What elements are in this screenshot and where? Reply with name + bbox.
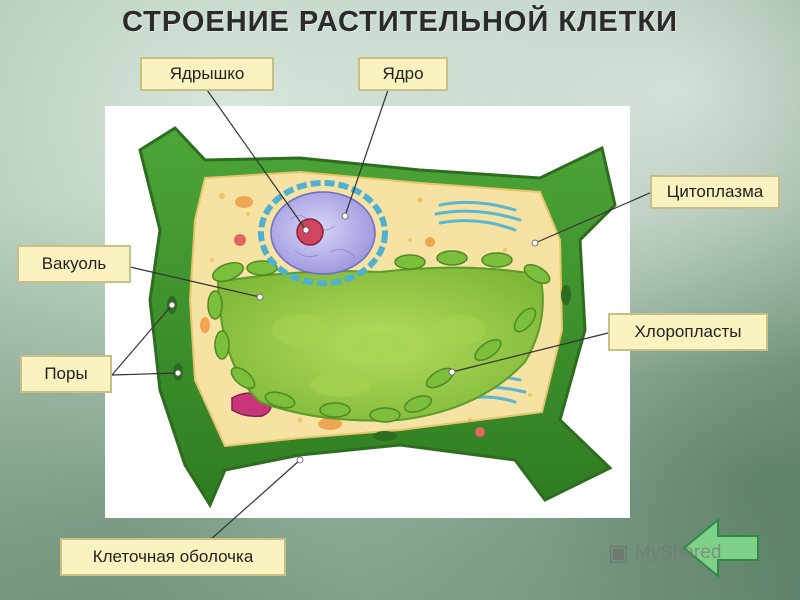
- chloroplasts: [207, 250, 551, 423]
- label-cytoplasm-text: Цитоплазма: [666, 182, 764, 201]
- organelle: [425, 237, 435, 247]
- label-cell-wall: Клеточная оболочка: [60, 538, 286, 576]
- organelle: [235, 196, 253, 208]
- cytoplasm-granules: [210, 193, 532, 423]
- back-arrow-button[interactable]: [682, 517, 759, 579]
- label-vacuole-text: Вакуоль: [41, 254, 107, 273]
- label-cell-wall-text: Клеточная оболочка: [92, 547, 254, 566]
- page-title: СТРОЕНИЕ РАСТИТЕЛЬНОЙ КЛЕТКИ: [121, 6, 679, 38]
- leader-dots: [168, 212, 539, 464]
- label-vacuole: Вакуоль: [17, 245, 131, 283]
- label-pores: Поры: [20, 355, 112, 393]
- label-chloroplasts-text: Хлоропласты: [634, 322, 742, 341]
- organelle: [475, 427, 485, 437]
- organelle: [234, 234, 246, 246]
- label-nucleolus-text: Ядрышко: [169, 64, 245, 83]
- label-cytoplasm: Цитоплазма: [650, 175, 780, 209]
- label-nucleus-text: Ядро: [382, 64, 424, 83]
- vacuole-texture: [272, 314, 486, 397]
- label-nucleolus: Ядрышко: [140, 57, 274, 91]
- presentation-icon: ▣: [608, 540, 629, 565]
- watermark-text: MyShared: [634, 542, 722, 563]
- label-chloroplasts: Хлоропласты: [608, 313, 768, 351]
- organelle: [200, 317, 210, 333]
- watermark: ▣ MyShared: [608, 538, 721, 568]
- label-nucleus: Ядро: [358, 57, 448, 91]
- nucleus-envelope: [258, 180, 388, 286]
- organelle: [318, 418, 342, 430]
- label-pores-text: Поры: [44, 364, 88, 383]
- leader-lines: [111, 89, 653, 541]
